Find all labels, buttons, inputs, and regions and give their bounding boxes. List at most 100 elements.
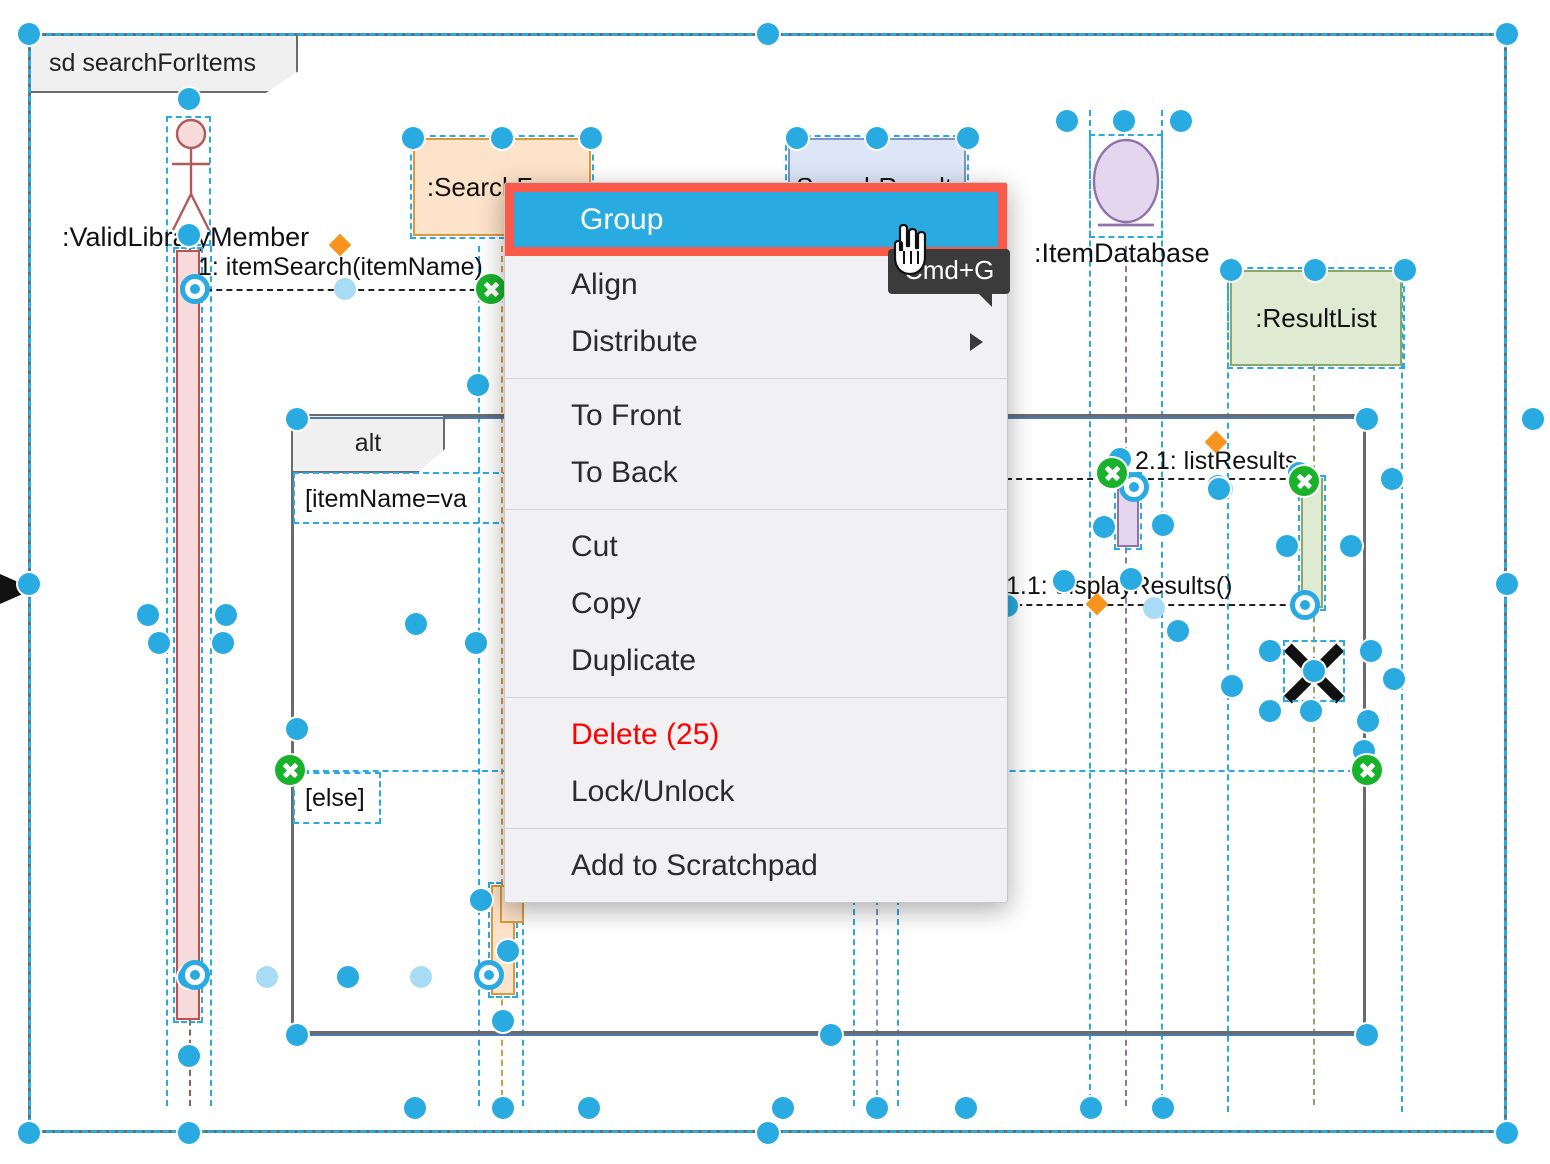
- connection-endpoint-marker-icon[interactable]: [275, 755, 305, 785]
- participant-itemdatabase[interactable]: [1092, 137, 1160, 237]
- connection-endpoint-icon[interactable]: [180, 274, 210, 304]
- selection-handle[interactable]: [18, 23, 40, 45]
- connection-endpoint-marker-icon[interactable]: [1352, 755, 1382, 785]
- selection-handle[interactable]: [1080, 1097, 1102, 1119]
- selection-handle[interactable]: [957, 127, 979, 149]
- selection-handle[interactable]: [286, 1024, 308, 1046]
- selection-handle[interactable]: [492, 1010, 514, 1032]
- selection-handle[interactable]: [1167, 620, 1189, 642]
- selection-handle[interactable]: [178, 1045, 200, 1067]
- selection-handle[interactable]: [1220, 259, 1242, 281]
- selection-handle[interactable]: [1120, 568, 1142, 590]
- selection-handle[interactable]: [404, 1097, 426, 1119]
- selection-handle[interactable]: [467, 374, 489, 396]
- selection-handle[interactable]: [1357, 710, 1379, 732]
- selection-handle[interactable]: [1300, 700, 1322, 722]
- selection-handle[interactable]: [286, 718, 308, 740]
- group-menu-item-wrapper[interactable]: Group: [505, 183, 1007, 256]
- selection-handle[interactable]: [178, 224, 200, 246]
- selection-handle[interactable]: [1356, 408, 1378, 430]
- selection-handle[interactable]: [402, 127, 424, 149]
- selection-handle-ghost[interactable]: [256, 966, 278, 988]
- connection-endpoint-marker-icon[interactable]: [1289, 466, 1319, 496]
- selection-handle[interactable]: [1496, 23, 1518, 45]
- selection-handle[interactable]: [1360, 640, 1382, 662]
- selection-handle[interactable]: [1152, 514, 1174, 536]
- menu-item-group[interactable]: Group: [514, 192, 998, 247]
- message-line-2[interactable]: [1006, 478, 1306, 480]
- selection-handle[interactable]: [1394, 259, 1416, 281]
- context-menu[interactable]: Group Align Distribute To Front To Back …: [504, 182, 1008, 903]
- selection-handle[interactable]: [820, 1024, 842, 1046]
- lifeline-resultlist[interactable]: [1313, 365, 1315, 1105]
- menu-item-copy[interactable]: Copy: [505, 575, 1007, 632]
- menu-item-distribute[interactable]: Distribute: [505, 313, 1007, 370]
- menu-item-duplicate[interactable]: Duplicate: [505, 632, 1007, 689]
- selection-handle[interactable]: [772, 1097, 794, 1119]
- menu-item-add-to-scratchpad[interactable]: Add to Scratchpad: [505, 837, 1007, 894]
- selection-handle[interactable]: [786, 127, 808, 149]
- selection-handle[interactable]: [1170, 110, 1192, 132]
- selection-handle[interactable]: [757, 1122, 779, 1144]
- selection-handle[interactable]: [578, 1097, 600, 1119]
- selection-handle[interactable]: [1381, 468, 1403, 490]
- selection-handle-ghost[interactable]: [1143, 597, 1165, 619]
- selection-handle[interactable]: [212, 632, 234, 654]
- selection-handle[interactable]: [465, 632, 487, 654]
- selection-handle-ghost[interactable]: [334, 278, 356, 300]
- selection-handle[interactable]: [1276, 535, 1298, 557]
- lifeline-itemdatabase[interactable]: [1125, 246, 1127, 1106]
- selection-handle[interactable]: [1221, 675, 1243, 697]
- selection-handle[interactable]: [580, 127, 602, 149]
- selection-handle[interactable]: [1259, 700, 1281, 722]
- menu-item-delete[interactable]: Delete (25): [505, 706, 1007, 763]
- selection-handle[interactable]: [18, 1122, 40, 1144]
- selection-handle[interactable]: [1340, 535, 1362, 557]
- menu-item-to-back[interactable]: To Back: [505, 444, 1007, 501]
- selection-handle[interactable]: [497, 940, 519, 962]
- selection-handle[interactable]: [757, 23, 779, 45]
- selection-handle[interactable]: [1056, 110, 1078, 132]
- menu-item-cut[interactable]: Cut: [505, 518, 1007, 575]
- activation-validlibrarymember[interactable]: [176, 250, 200, 1020]
- selection-handle-ghost[interactable]: [410, 966, 432, 988]
- selection-handle[interactable]: [1152, 1097, 1174, 1119]
- selection-handle[interactable]: [470, 889, 492, 911]
- selection-handle[interactable]: [1093, 516, 1115, 538]
- selection-handle[interactable]: [1496, 1122, 1518, 1144]
- lifeline-searchform[interactable]: [501, 246, 503, 1106]
- selection-handle[interactable]: [492, 1097, 514, 1119]
- participant-resultlist[interactable]: :ResultList: [1230, 270, 1402, 366]
- connection-endpoint-marker-icon[interactable]: [476, 274, 506, 304]
- selection-handle[interactable]: [1522, 408, 1544, 430]
- selection-handle[interactable]: [1208, 478, 1230, 500]
- connection-endpoint-marker-icon[interactable]: [1097, 458, 1127, 488]
- selection-handle[interactable]: [866, 1097, 888, 1119]
- selection-handle[interactable]: [1356, 1024, 1378, 1046]
- connection-endpoint-icon[interactable]: [1290, 590, 1320, 620]
- selection-handle[interactable]: [178, 88, 200, 110]
- selection-handle[interactable]: [1496, 573, 1518, 595]
- connection-endpoint-icon[interactable]: [180, 960, 210, 990]
- selection-handle[interactable]: [137, 604, 159, 626]
- selection-handle[interactable]: [18, 573, 40, 595]
- connection-endpoint-icon[interactable]: [1119, 472, 1149, 502]
- menu-item-align[interactable]: Align: [505, 256, 1007, 313]
- selection-handle[interactable]: [405, 613, 427, 635]
- selection-handle[interactable]: [491, 127, 513, 149]
- selection-handle[interactable]: [955, 1097, 977, 1119]
- selection-handle[interactable]: [1113, 110, 1135, 132]
- selection-handle[interactable]: [286, 408, 308, 430]
- selection-handle[interactable]: [1383, 668, 1405, 690]
- connection-endpoint-icon[interactable]: [474, 960, 504, 990]
- menu-item-lock-unlock[interactable]: Lock/Unlock: [505, 763, 1007, 820]
- actor-validlibrarymember[interactable]: [168, 118, 214, 244]
- selection-handle[interactable]: [337, 966, 359, 988]
- selection-handle[interactable]: [1259, 640, 1281, 662]
- selection-handle[interactable]: [1053, 570, 1075, 592]
- menu-item-to-front[interactable]: To Front: [505, 387, 1007, 444]
- selection-handle[interactable]: [148, 632, 170, 654]
- selection-handle[interactable]: [215, 604, 237, 626]
- selection-handle[interactable]: [866, 127, 888, 149]
